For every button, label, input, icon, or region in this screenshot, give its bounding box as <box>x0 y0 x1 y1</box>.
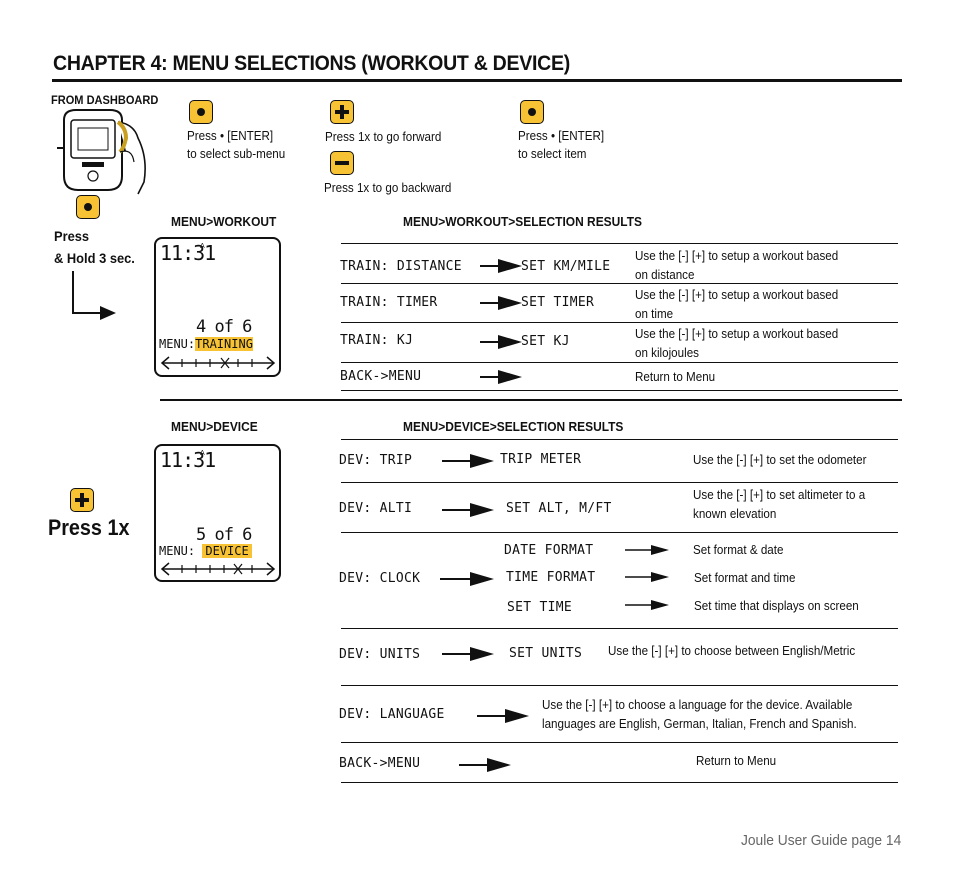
menu-workout-label: MENU>WORKOUT <box>171 214 277 229</box>
clock-desc-date: Set format & date <box>693 543 784 557</box>
lcd-time: 11:31 <box>160 448 216 472</box>
enter-item-text: Press • [ENTER] to select item <box>518 129 605 161</box>
arrow-right-icon <box>442 454 494 468</box>
backward-text: Press 1x to go backward <box>324 181 452 195</box>
arrow-right-icon <box>480 335 522 349</box>
workout-desc-distance: Use the [-] [+] to setup a workout based… <box>635 249 839 282</box>
workout-item-back: BACK->MENU <box>340 369 422 384</box>
workout-result-distance: SET KM/MILE <box>521 259 611 274</box>
enter-button-2[interactable] <box>520 100 544 124</box>
device-result-units: SET UNITS <box>509 646 583 661</box>
arrow-right-icon <box>625 600 669 610</box>
clock-result-date: DATE FORMAT <box>504 543 594 558</box>
workout-table-rule <box>341 362 898 363</box>
workout-table-rule <box>341 322 898 323</box>
device-item-language: DEV: LANGUAGE <box>339 707 445 722</box>
device-lcd-screen: 11:31 A 5 of 6 MENU: DEVICE <box>154 444 281 582</box>
clock-desc-time: Set format and time <box>694 571 796 585</box>
title-rule <box>52 79 902 82</box>
device-result-trip: TRIP METER <box>500 452 582 467</box>
device-item-alti: DEV: ALTI <box>339 501 413 516</box>
lcd-time: 11:31 <box>160 241 216 265</box>
workout-result-timer: SET TIMER <box>521 295 595 310</box>
arrow-right-icon <box>625 572 669 582</box>
device-item-units: DEV: UNITS <box>339 647 421 662</box>
workout-item-timer: TRAIN: TIMER <box>340 295 438 310</box>
menu-device-label: MENU>DEVICE <box>171 419 258 434</box>
device-table-rule <box>341 782 898 783</box>
lcd-ampm: A <box>200 243 205 250</box>
workout-desc-back: Return to Menu <box>635 370 716 384</box>
workout-item-distance: TRAIN: DISTANCE <box>340 259 462 274</box>
device-item-back: BACK->MENU <box>339 756 421 771</box>
device-table-rule <box>341 439 898 440</box>
enter-button[interactable] <box>189 100 213 124</box>
enter-submenu-text: Press • [ENTER] to select sub-menu <box>187 129 286 161</box>
device-desc-alti: Use the [-] [+] to set altimeter to a kn… <box>693 488 866 521</box>
lcd-menu-item: TRAINING <box>195 337 253 351</box>
plus-icon <box>75 493 89 507</box>
workout-table-rule <box>341 243 898 244</box>
plus-button[interactable] <box>330 100 354 124</box>
device-table-rule <box>341 685 898 686</box>
arrow-right-icon <box>442 647 494 661</box>
from-dashboard-label: FROM DASHBOARD <box>51 93 159 107</box>
plus-button-device[interactable] <box>70 488 94 512</box>
workout-lcd-screen: 11:31 A 4 of 6 MENU:TRAINING <box>154 237 281 377</box>
device-table-rule <box>341 742 898 743</box>
device-desc-trip: Use the [-] [+] to set the odometer <box>693 453 867 467</box>
forward-text: Press 1x to go forward <box>325 130 442 144</box>
enter-button-hold[interactable] <box>76 195 100 219</box>
lcd-scroll-bar <box>160 356 276 370</box>
page-title: CHAPTER 4: MENU SELECTIONS (WORKOUT & DE… <box>53 52 570 75</box>
device-desc-back: Return to Menu <box>696 754 777 768</box>
plus-icon <box>335 105 349 119</box>
lcd-scroll-bar <box>160 562 276 576</box>
device-table-rule <box>341 628 898 629</box>
arrow-right-icon <box>440 572 494 586</box>
arrow-right-icon <box>459 758 511 772</box>
workout-desc-kj: Use the [-] [+] to setup a workout based… <box>635 327 839 360</box>
arrow-right-icon <box>480 259 522 273</box>
lcd-menu-item: DEVICE <box>202 544 252 558</box>
clock-result-settime: SET TIME <box>507 600 573 615</box>
page-footer: Joule User Guide page 14 <box>740 832 901 849</box>
workout-desc-timer: Use the [-] [+] to setup a workout based… <box>635 288 839 321</box>
workout-table-rule <box>341 283 898 284</box>
device-results-label: MENU>DEVICE>SELECTION RESULTS <box>403 419 624 434</box>
press-1x-label: Press 1x <box>48 515 130 540</box>
lcd-ampm: A <box>200 450 205 457</box>
section-divider <box>160 399 902 401</box>
minus-button[interactable] <box>330 151 354 175</box>
workout-result-kj: SET KJ <box>521 334 570 349</box>
arrow-right-icon <box>625 545 669 555</box>
arrow-down-right-icon <box>72 271 116 320</box>
device-table-rule <box>341 482 898 483</box>
lcd-menu-line: MENU:TRAINING <box>159 337 253 351</box>
arrow-right-icon <box>480 370 522 384</box>
minus-icon <box>335 161 349 165</box>
arrow-right-icon <box>477 709 529 723</box>
arrow-right-icon <box>480 296 522 310</box>
device-desc-language: Use the [-] [+] to choose a language for… <box>542 698 857 731</box>
press-hold-text: Press & Hold 3 sec. <box>54 228 135 266</box>
lcd-menu-line: MENU: DEVICE <box>159 544 252 558</box>
device-desc-units: Use the [-] [+] to choose between Englis… <box>608 644 856 658</box>
lcd-menu-prefix: MENU: <box>159 337 196 351</box>
device-item-trip: DEV: TRIP <box>339 453 413 468</box>
workout-item-kj: TRAIN: KJ <box>340 333 414 348</box>
workout-table-rule <box>341 390 898 391</box>
workout-results-label: MENU>WORKOUT>SELECTION RESULTS <box>403 214 642 229</box>
clock-desc-settime: Set time that displays on screen <box>694 599 859 613</box>
lcd-menu-count: 4 of 6 <box>196 317 252 337</box>
lcd-menu-prefix: MENU: <box>159 544 196 558</box>
arrow-right-icon <box>442 503 494 517</box>
device-in-hand-icon <box>57 109 146 195</box>
clock-result-time: TIME FORMAT <box>506 570 596 585</box>
lcd-menu-count: 5 of 6 <box>196 525 252 545</box>
device-item-clock: DEV: CLOCK <box>339 571 421 586</box>
device-table-rule <box>341 532 898 533</box>
device-result-alti: SET ALT, M/FT <box>506 501 612 516</box>
